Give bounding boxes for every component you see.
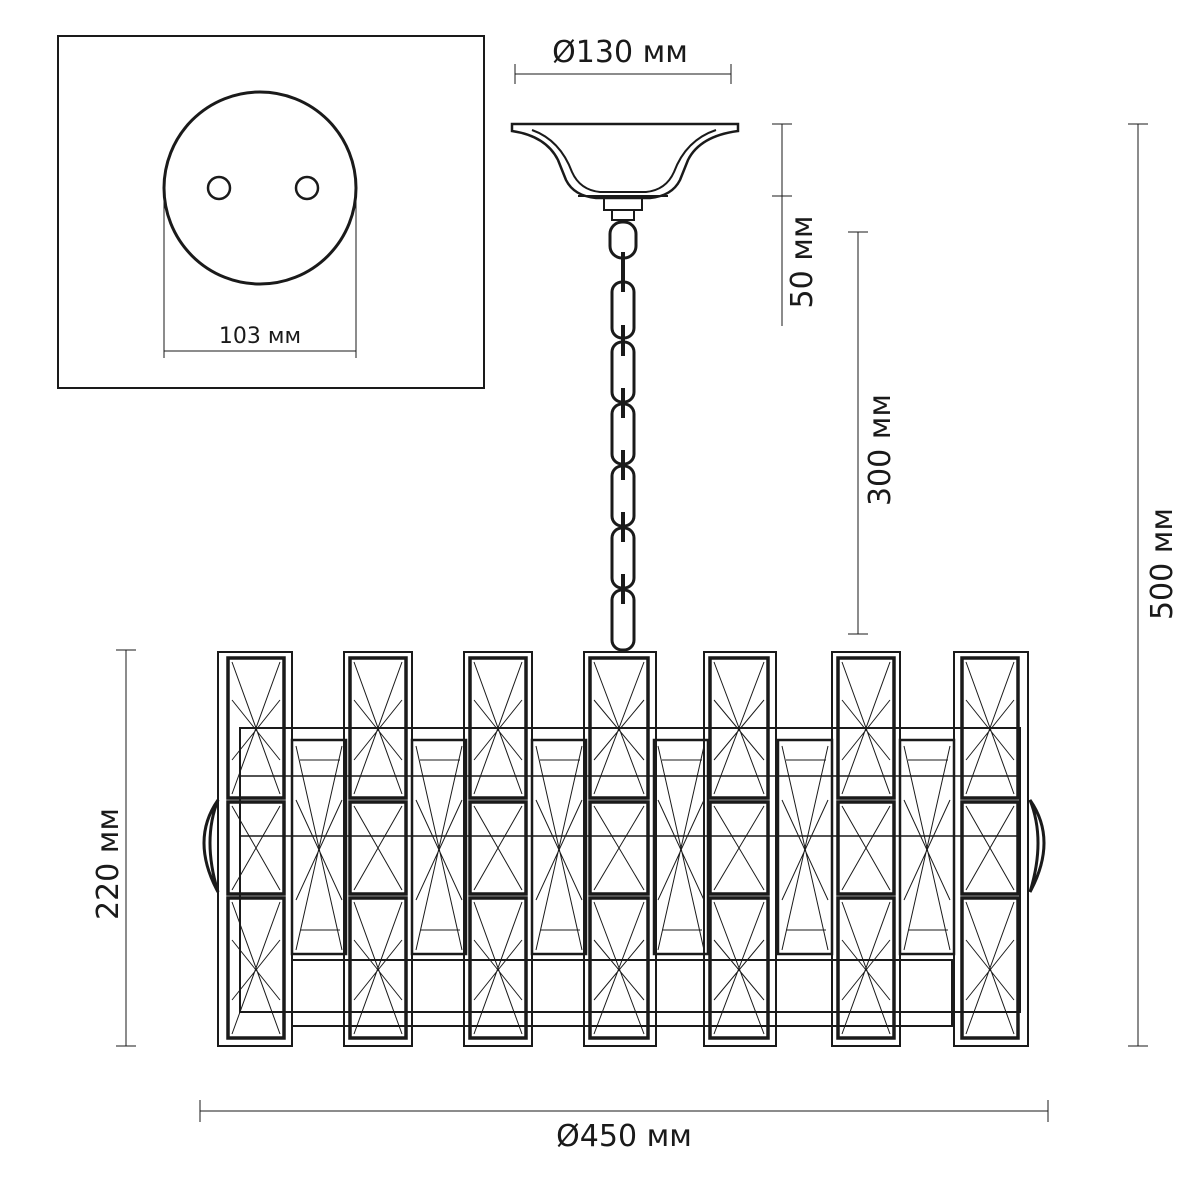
shade-frame <box>239 727 1021 1027</box>
total-height-dimension <box>1128 123 1148 1047</box>
left-end-cap <box>202 799 220 893</box>
total-height-label: 500 мм <box>1145 508 1180 620</box>
crystal-panel-icon <box>463 651 533 1047</box>
canopy-diameter-label: Ø130 мм <box>552 35 688 70</box>
shade-height-dimension <box>116 649 136 1047</box>
hole-spacing-dimension <box>163 196 357 358</box>
crystal-panel-icon <box>953 651 1029 1047</box>
shade-diameter-dimension <box>199 1100 1049 1122</box>
back-crystal <box>410 738 468 956</box>
mounting-plate-icon <box>162 90 358 286</box>
back-crystal <box>776 738 834 956</box>
crystal-panel-icon <box>703 651 777 1047</box>
crystal-shade <box>202 651 1046 1047</box>
back-crystal <box>530 738 588 956</box>
canopy-diameter-dimension <box>514 64 732 84</box>
crystal-panel-icon <box>583 651 657 1047</box>
canopy-icon <box>510 122 740 221</box>
crystal-panel-icon <box>831 651 901 1047</box>
chain-length-label: 300 мм <box>863 394 898 506</box>
shade-diameter-label: Ø450 мм <box>556 1119 692 1154</box>
chain-icon <box>608 220 638 652</box>
inset-frame <box>57 35 485 389</box>
chain-length-dimension <box>848 231 868 635</box>
right-end-cap <box>1028 799 1046 893</box>
back-crystal <box>898 738 956 956</box>
shade-height-label: 220 мм <box>91 808 126 920</box>
hole-spacing-label: 103 мм <box>219 324 301 349</box>
mounting-plate-inset: 103 мм <box>57 35 485 389</box>
canopy-height-dimension <box>772 123 792 326</box>
crystal-panel-icon <box>343 651 413 1047</box>
crystal-panel-icon <box>217 651 293 1047</box>
back-crystal <box>652 738 710 956</box>
back-crystal <box>290 738 348 956</box>
canopy-height-label: 50 мм <box>785 216 820 309</box>
